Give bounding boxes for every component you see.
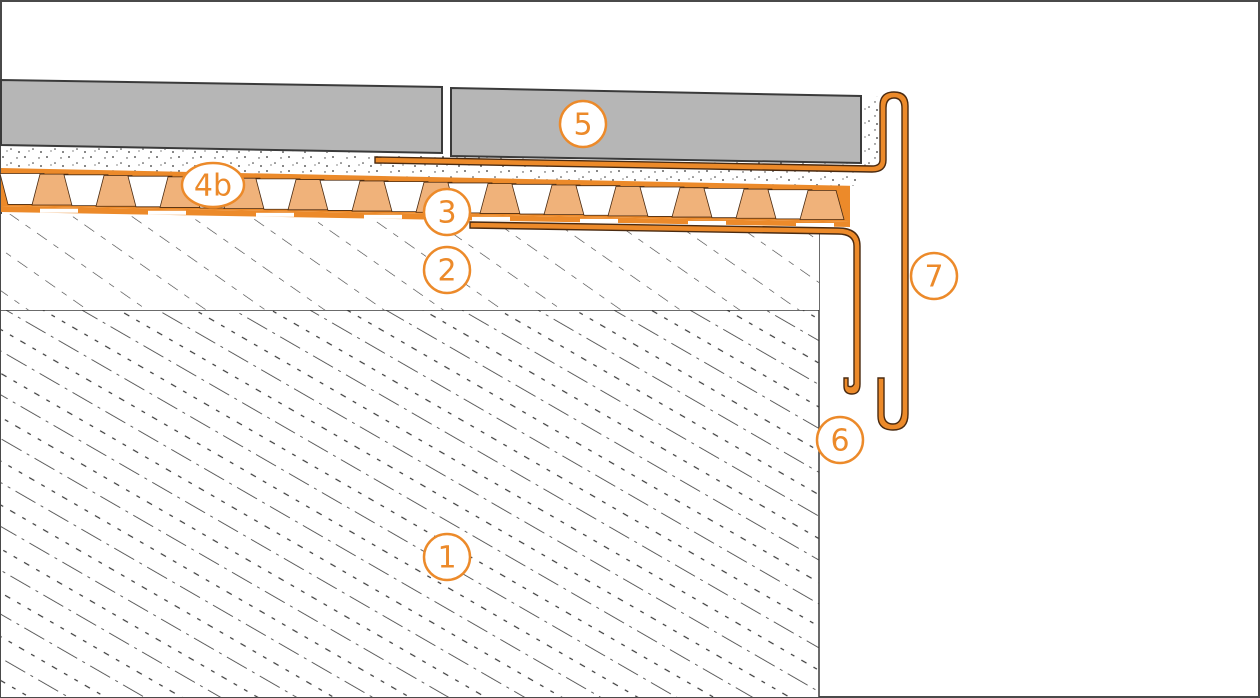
fleece-gap [580, 218, 618, 223]
callout-1: 1 [422, 532, 472, 582]
membrane-fleece-gaps [40, 208, 834, 227]
fleece-gap [796, 222, 834, 227]
membrane-cone-orange [799, 190, 845, 220]
callout-4b: 4b [180, 161, 246, 209]
fleece-gap [148, 210, 186, 215]
tiles [0, 78, 862, 165]
edge-profile-6 [469, 221, 861, 395]
fleece-gap [688, 220, 726, 225]
callout-3-label: 3 [437, 196, 456, 231]
callout-3: 3 [422, 187, 472, 237]
fleece-gap [472, 216, 510, 221]
screed-layer [1, 214, 819, 310]
callout-2-label: 2 [437, 254, 456, 289]
concrete-slab [1, 232, 820, 697]
callout-7-label: 7 [924, 260, 943, 295]
edge-grout [863, 96, 880, 172]
callout-5: 5 [558, 99, 608, 149]
fleece-gap [364, 214, 402, 219]
callout-5-label: 5 [573, 108, 592, 143]
membrane-cones [0, 173, 845, 220]
callout-4b-label: 4b [194, 169, 232, 204]
callout-2: 2 [422, 245, 472, 295]
callout-6-label: 6 [830, 424, 849, 459]
fleece-gap [256, 212, 294, 217]
callout-1-label: 1 [437, 541, 456, 576]
callout-7: 7 [909, 251, 959, 301]
mortar-bed [1, 146, 860, 186]
edge-profile-7 [374, 91, 909, 431]
callout-6: 6 [815, 415, 865, 465]
fleece-gap [40, 208, 78, 213]
